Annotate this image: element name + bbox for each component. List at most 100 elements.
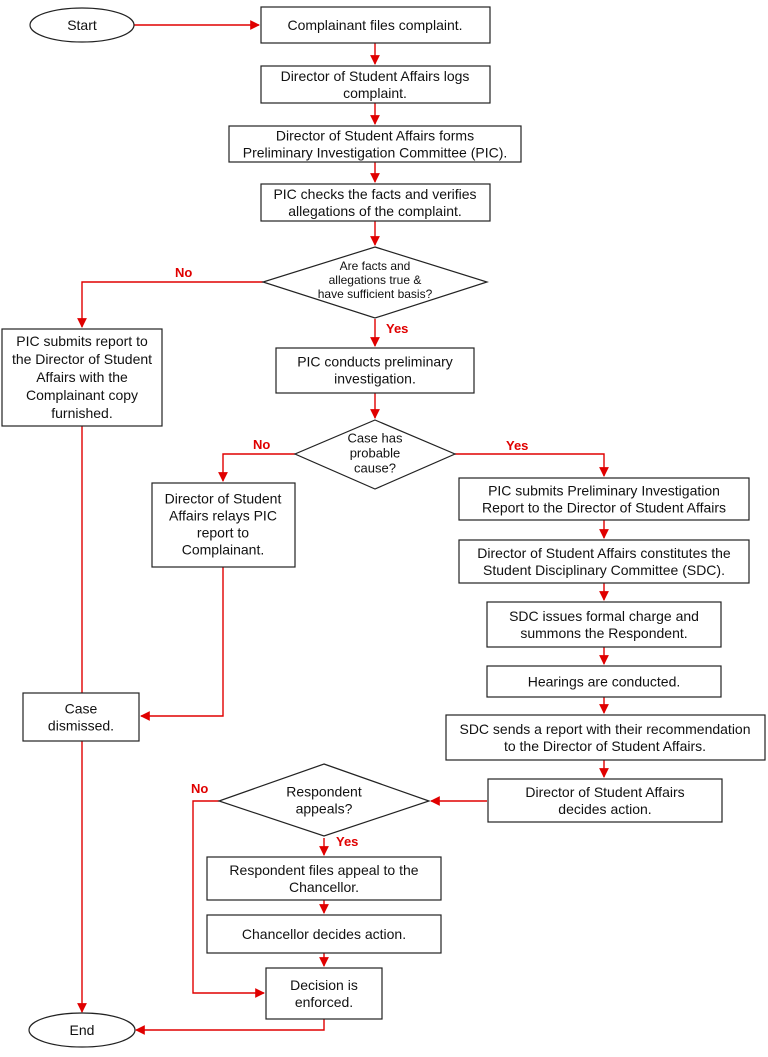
constitutes-sdc-box: Director of Student Affairs constitutes … xyxy=(458,539,750,584)
forms-pic-label-line-1: Director of Student Affairs forms xyxy=(276,127,474,143)
sdc-report-label-line-1: SDC sends a report with their recommenda… xyxy=(459,721,750,737)
edge-qfacts-no xyxy=(77,281,263,328)
branch-labels: No Yes No Yes No Yes xyxy=(175,265,528,849)
pic-submits-report-box: PIC submits report to the Director of Stu… xyxy=(1,328,163,427)
hearings-label: Hearings are conducted. xyxy=(528,673,681,689)
facts-yes-label: Yes xyxy=(386,321,408,336)
pic-submits-report-label: PIC submits report to the Director of Stu… xyxy=(12,333,152,421)
facts-no-label: No xyxy=(175,265,192,280)
cause-no-label: No xyxy=(253,437,270,452)
facts-true-question-line-3: have sufficient basis? xyxy=(318,287,433,301)
relays-report-label-line-2: Affairs relays PIC xyxy=(169,507,277,523)
end-terminal: End xyxy=(28,1012,136,1048)
files-appeal-label-line-2: Chancellor. xyxy=(289,879,359,895)
edge-enforced-end xyxy=(135,1019,325,1035)
prelim-investigation-label-line-1: PIC conducts preliminary xyxy=(297,353,453,369)
logs-complaint-label-line-2: complaint. xyxy=(343,85,407,101)
pic-submits-report-label-line-3: Affairs with the xyxy=(36,369,128,385)
case-dismissed-label-line-1: Case xyxy=(65,700,98,716)
constitutes-sdc-label: Director of Student Affairs constitutes … xyxy=(477,545,731,578)
start-label: Start xyxy=(67,17,97,33)
chancellor-decides-label-line-1: Chancellor decides action. xyxy=(242,926,406,942)
sdc-report-box: SDC sends a report with their recommenda… xyxy=(445,714,766,761)
edges xyxy=(77,20,609,1035)
pic-submits-report-label-line-2: the Director of Student xyxy=(12,351,152,367)
chancellor-decides-box: Chancellor decides action. xyxy=(206,914,442,954)
relays-report-label-line-1: Director of Student xyxy=(165,490,282,506)
probable-cause-question-line-2: probable xyxy=(350,446,401,461)
decision-enforced-label-line-1: Decision is xyxy=(290,977,358,993)
submits-pir-label-line-1: PIC submits Preliminary Investigation xyxy=(488,482,720,498)
appeal-yes-label: Yes xyxy=(336,834,358,849)
appeals-question-line-2: appeals? xyxy=(296,800,353,816)
sdc-report-label: SDC sends a report with their recommenda… xyxy=(459,721,750,754)
edge-qcause-no xyxy=(218,453,295,482)
constitutes-sdc-label-line-1: Director of Student Affairs constitutes … xyxy=(477,545,731,561)
start-terminal: Start xyxy=(29,7,135,43)
relays-report-label-line-4: Complainant. xyxy=(182,541,265,557)
submits-pir-label-line-2: Report to the Director of Student Affair… xyxy=(482,499,726,515)
files-complaint-box: Complainant files complaint. xyxy=(260,6,491,44)
files-complaint-label: Complainant files complaint. xyxy=(287,17,462,33)
logs-complaint-label-line-1: Director of Student Affairs logs xyxy=(281,68,470,84)
prelim-investigation-label-line-2: investigation. xyxy=(334,370,416,386)
hearings-box: Hearings are conducted. xyxy=(486,665,722,698)
probable-cause-question-line-1: Case has xyxy=(348,431,403,446)
facts-true-question-line-1: Are facts and xyxy=(340,259,411,273)
start-label-line-1: Start xyxy=(67,17,97,33)
decides-action-label-line-1: Director of Student Affairs xyxy=(525,784,684,800)
end-label: End xyxy=(70,1022,95,1038)
pic-submits-report-label-line-1: PIC submits report to xyxy=(16,333,148,349)
case-dismissed-label-line-2: dismissed. xyxy=(48,717,114,733)
files-appeal-label-line-1: Respondent files appeal to the xyxy=(229,862,418,878)
appeal-no-label: No xyxy=(191,781,208,796)
pic-submits-report-label-line-5: furnished. xyxy=(51,405,112,421)
files-complaint-label-line-1: Complainant files complaint. xyxy=(287,17,462,33)
pic-checks-label-line-2: allegations of the complaint. xyxy=(288,203,462,219)
hearings-label-line-1: Hearings are conducted. xyxy=(528,673,681,689)
sdc-report-label-line-2: to the Director of Student Affairs. xyxy=(504,738,706,754)
forms-pic-label-line-2: Preliminary Investigation Committee (PIC… xyxy=(243,144,508,160)
formal-charge-label-line-2: summons the Respondent. xyxy=(520,625,687,641)
end-label-line-1: End xyxy=(70,1022,95,1038)
probable-cause-question-line-3: cause? xyxy=(354,461,396,476)
constitutes-sdc-label-line-2: Student Disciplinary Committee (SDC). xyxy=(483,562,725,578)
decision-enforced-label-line-2: enforced. xyxy=(295,994,353,1010)
appeals-question-line-1: Respondent xyxy=(286,783,362,799)
formal-charge-label-line-1: SDC issues formal charge and xyxy=(509,608,699,624)
decides-action-label-line-2: decides action. xyxy=(558,801,651,817)
pic-checks-label-line-1: PIC checks the facts and verifies xyxy=(273,186,476,202)
chancellor-decides-label: Chancellor decides action. xyxy=(242,926,406,942)
relays-report-label-line-3: report to xyxy=(197,524,249,540)
edge-qcause-yes xyxy=(455,453,609,477)
edge-qappeal-no xyxy=(192,800,265,998)
cause-yes-label: Yes xyxy=(506,438,528,453)
